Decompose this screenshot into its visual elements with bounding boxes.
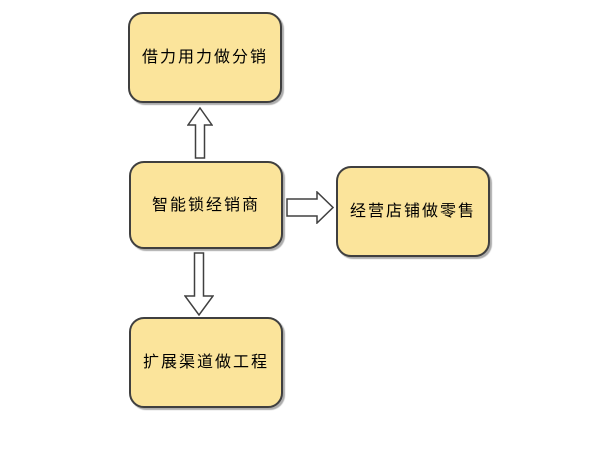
node-distribution: 借力用力做分销 bbox=[128, 12, 282, 103]
node-dealer: 智能锁经销商 bbox=[129, 161, 283, 249]
node-retail: 经营店铺做零售 bbox=[336, 166, 490, 257]
node-retail-label: 经营店铺做零售 bbox=[349, 201, 476, 221]
node-distribution-label: 借力用力做分销 bbox=[141, 47, 268, 67]
right-arrow-icon bbox=[286, 191, 334, 224]
node-engineering: 扩展渠道做工程 bbox=[129, 317, 283, 408]
down-arrow-icon bbox=[184, 252, 214, 316]
node-dealer-label: 智能锁经销商 bbox=[151, 194, 260, 214]
up-arrow-icon bbox=[187, 107, 213, 159]
node-engineering-label: 扩展渠道做工程 bbox=[142, 352, 269, 372]
